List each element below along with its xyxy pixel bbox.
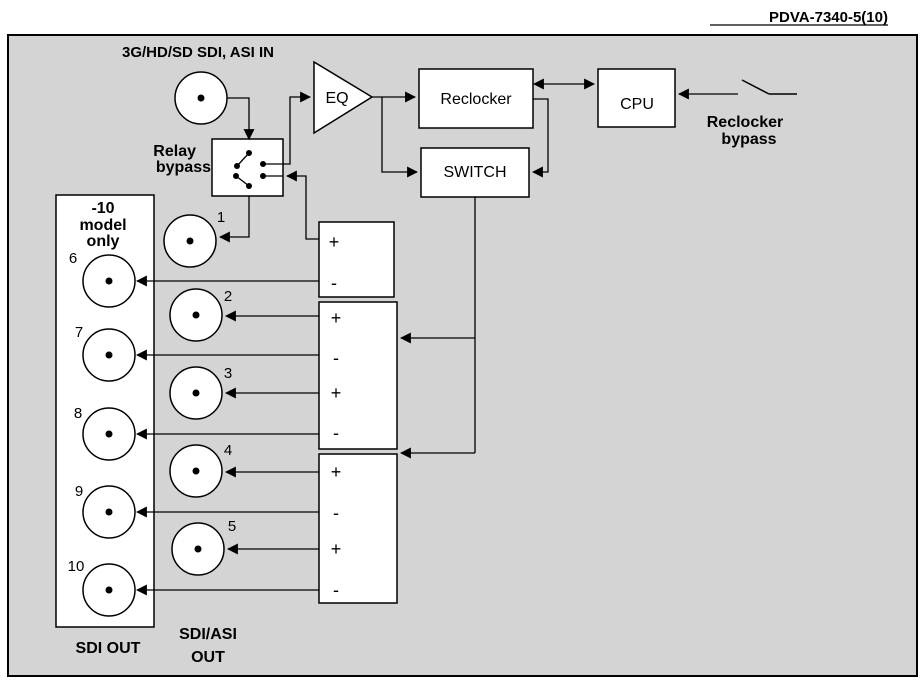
output-connector-7: [82, 328, 136, 382]
driver2-minus2: -: [333, 423, 339, 443]
output-connector-3: [169, 366, 223, 420]
driver2-minus1: -: [333, 348, 339, 368]
output-number-2: 2: [224, 288, 232, 305]
driver-box-1: [318, 221, 395, 298]
output-number-4: 4: [224, 442, 232, 459]
driver1-plus: +: [329, 232, 340, 252]
reclocker-label: Reclocker: [440, 91, 512, 108]
driver3-minus1: -: [333, 503, 339, 523]
output-connector-6: [82, 254, 136, 308]
relay-label-line2: bypass: [156, 159, 211, 176]
cpu-block: [597, 68, 676, 128]
signal-wiring: [135, 78, 596, 596]
driver2-plus2: +: [331, 383, 342, 403]
driver3-minus2: -: [333, 580, 339, 600]
output-number-10: 10: [68, 558, 85, 575]
reclocker-bypass-switch-symbol: [677, 79, 797, 100]
output-number-1: 1: [217, 209, 225, 226]
output-connector-5: [171, 522, 225, 576]
output-number-6: 6: [69, 250, 77, 267]
model-note-line1: -10: [91, 200, 114, 217]
driver3-plus1: +: [331, 462, 342, 482]
sdi-asi-out-label-line1: SDI/ASI: [179, 626, 237, 643]
input-connector: [174, 71, 228, 125]
reclocker-bypass-label-line1: Reclocker: [707, 114, 784, 131]
output-number-5: 5: [228, 518, 236, 535]
relay-bypass-switch: [211, 138, 284, 197]
input-label: 3G/HD/SD SDI, ASI IN: [122, 44, 274, 61]
model-note-line3: only: [87, 233, 120, 250]
driver-box-2: [318, 301, 398, 450]
reclocker-block: [418, 68, 534, 129]
driver2-plus1: +: [331, 308, 342, 328]
relay-label-line1: Relay: [153, 143, 196, 160]
driver1-minus: -: [331, 273, 337, 293]
output-number-3: 3: [224, 365, 232, 382]
sdi-out-label: SDI OUT: [76, 640, 141, 657]
sdi-asi-out-label-line2: OUT: [191, 649, 225, 666]
output-connector-9: [82, 485, 136, 539]
output-connector-4: [169, 444, 223, 498]
output-number-7: 7: [75, 324, 83, 341]
document-id: PDVA-7340-5(10): [769, 9, 888, 26]
output-connector-10: [82, 563, 136, 617]
output-number-9: 9: [75, 483, 83, 500]
cpu-label: CPU: [620, 96, 654, 113]
driver3-plus2: +: [331, 539, 342, 559]
driver-box-3: [318, 453, 398, 604]
output-number-8: 8: [74, 405, 82, 422]
output-connector-8: [82, 407, 136, 461]
switch-label: SWITCH: [443, 164, 506, 181]
model-note-line2: model: [79, 217, 126, 234]
switch-block: [420, 147, 530, 198]
output-connector-1: [163, 214, 217, 268]
output-connector-2: [169, 288, 223, 342]
eq-label: EQ: [325, 90, 348, 107]
reclocker-bypass-label-line2: bypass: [721, 131, 776, 148]
eq-amplifier: [313, 60, 374, 135]
